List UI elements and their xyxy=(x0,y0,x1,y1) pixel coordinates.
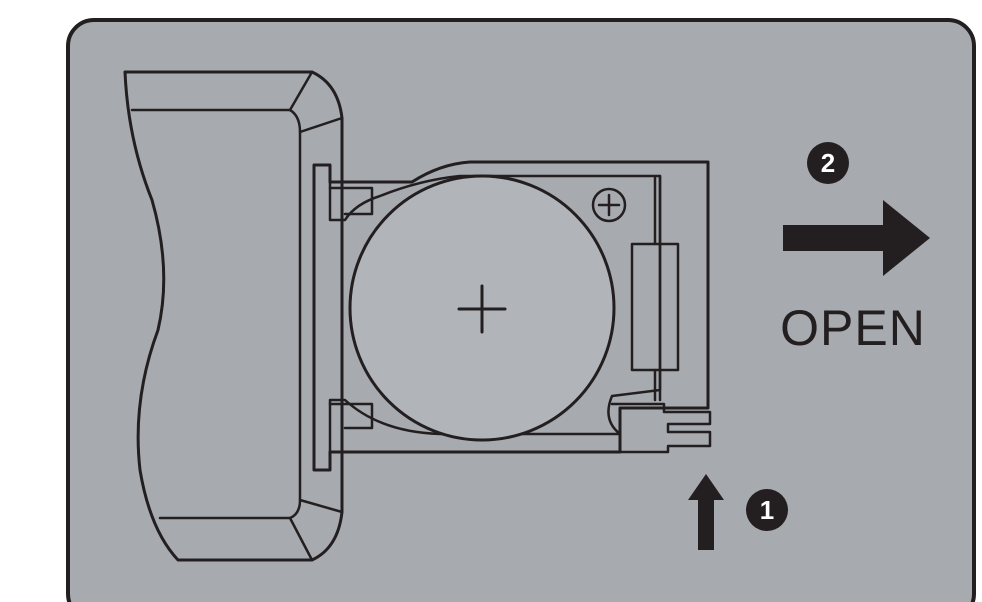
coin-battery xyxy=(348,174,616,442)
open-label: OPEN xyxy=(780,300,926,356)
remote-body xyxy=(123,70,344,562)
tray-polarity-icon xyxy=(591,187,627,223)
arrow-up-icon xyxy=(688,474,724,550)
step-2-number: 2 xyxy=(821,148,835,178)
step-1-number: 1 xyxy=(760,495,774,525)
step-2-badge xyxy=(807,142,849,184)
step-1-indicator: 1 xyxy=(688,474,788,550)
battery-tray[interactable] xyxy=(312,160,712,472)
step-1-badge xyxy=(746,489,788,531)
step-2-indicator: 2 OPEN xyxy=(780,142,930,356)
arrow-right-icon xyxy=(783,200,930,276)
